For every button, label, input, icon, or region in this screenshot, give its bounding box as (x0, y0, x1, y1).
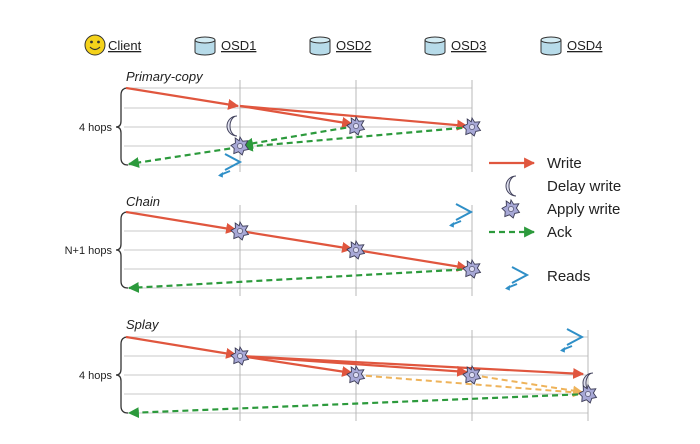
legend: Write Delay write Apply write Ack Reads (489, 155, 621, 292)
splay-ack-osd4-client (127, 392, 589, 419)
primary-ack-osd2-osd1 (241, 124, 357, 149)
chain-grid (124, 205, 473, 296)
primary-osd3-apply-icon (462, 117, 481, 137)
splay-ack-osd3-osd4 (471, 374, 583, 396)
primary-write-osd1-osd3 (239, 104, 469, 131)
splay-osd2-apply-icon (346, 365, 365, 385)
primary-ack-osd1-client (127, 145, 241, 168)
splay-hops-label: 4 hops (79, 370, 113, 382)
primary-osd1-apply-icon (230, 136, 249, 156)
chain-hops-brace (115, 211, 129, 289)
splay-osd1-apply-icon (230, 346, 249, 366)
splay-write-osd1-osd2 (239, 354, 354, 377)
chain-title: Chain (126, 194, 160, 209)
osd3-label: OSD3 (451, 38, 486, 53)
primary-reads-icon (217, 153, 241, 179)
chain-write-osd2-osd3 (355, 248, 469, 272)
osd2-disk-icon (309, 36, 331, 56)
legend-delay-moon-icon (505, 175, 517, 197)
primary-write-client-osd1 (125, 86, 240, 110)
legend-apply-star-icon (501, 199, 520, 219)
splay-grid (124, 330, 589, 421)
chain-write-client-osd1 (125, 210, 238, 234)
osd3-disk-icon (424, 36, 446, 56)
legend-write-label: Write (547, 155, 582, 172)
header-row: Client OSD1 OSD2 OSD3 OSD4 (84, 34, 602, 56)
chain-section: Chain N+1 hops (65, 194, 481, 296)
legend-ack-label: Ack (547, 224, 573, 241)
splay-write-client-osd1 (125, 335, 238, 359)
primary-copy-section: Primary-copy 4 hops (79, 69, 481, 179)
legend-reads-label: Reads (547, 268, 590, 285)
splay-write-osd1-osd4 (239, 354, 585, 379)
chain-osd3-apply-icon (462, 259, 481, 279)
osd1-label: OSD1 (221, 38, 256, 53)
splay-reads-icon (559, 328, 583, 354)
osd2-label: OSD2 (336, 38, 371, 53)
client-label: Client (108, 38, 142, 53)
primary-ack-osd3-osd1 (241, 125, 473, 152)
chain-osd1-apply-icon (230, 221, 249, 241)
legend-apply-label: Apply write (547, 201, 620, 218)
splay-ack-osd2-osd4 (355, 374, 583, 398)
splay-osd4-apply-icon (578, 384, 597, 404)
primary-osd2-apply-icon (346, 116, 365, 136)
splay-title: Splay (126, 317, 160, 332)
smiley-icon (84, 34, 106, 56)
chain-write-osd1-osd2 (239, 229, 354, 253)
legend-reads-icon (504, 266, 528, 292)
osd1-disk-icon (194, 36, 216, 56)
chain-osd2-apply-icon (346, 240, 365, 260)
splay-hops-brace (115, 336, 129, 414)
primary-hops-label: 4 hops (79, 122, 113, 134)
chain-hops-label: N+1 hops (65, 245, 113, 257)
splay-section: Splay 4 hops (79, 317, 597, 421)
primary-grid (124, 80, 473, 172)
primary-copy-title: Primary-copy (126, 69, 204, 84)
chain-reads-icon (448, 203, 472, 229)
primary-write-osd1-osd2 (239, 104, 354, 128)
osd4-label: OSD4 (567, 38, 602, 53)
primary-hops-brace (115, 87, 129, 166)
osd4-disk-icon (540, 36, 562, 56)
primary-delay-moon-icon (226, 115, 238, 137)
chain-ack-osd3-client (127, 267, 473, 293)
legend-delay-label: Delay write (547, 178, 621, 195)
